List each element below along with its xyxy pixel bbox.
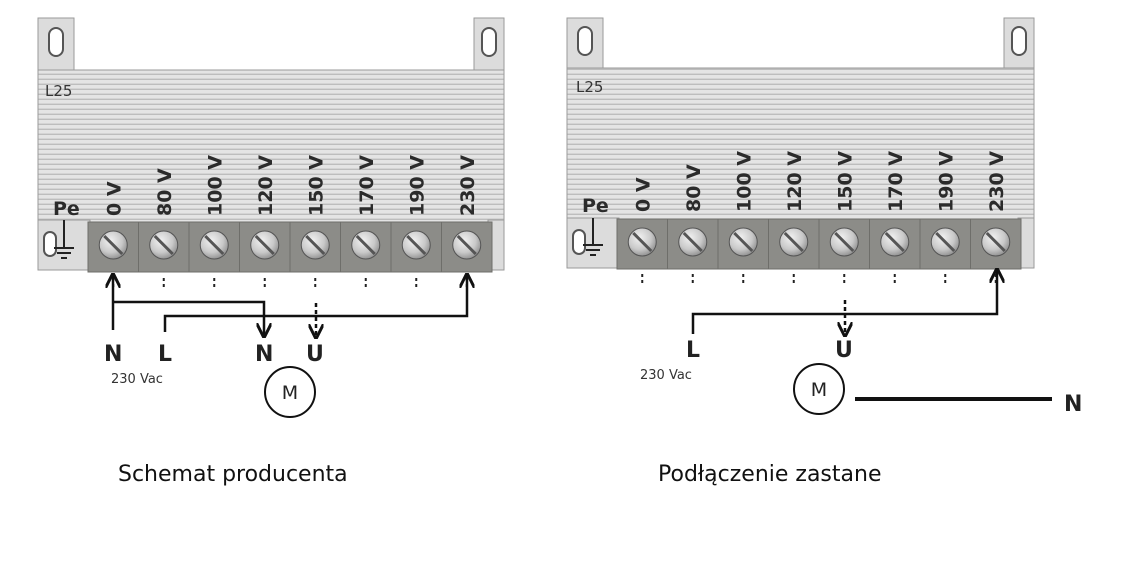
voltage-labels: 0 V 80 V 100 V 120 V 150 V 170 V 190 V 230 V bbox=[103, 155, 479, 216]
voltage-label: 0 V bbox=[103, 181, 125, 216]
neutral-label: N bbox=[1064, 392, 1082, 417]
earth-label: Pe bbox=[582, 195, 609, 217]
model-label: L25 bbox=[576, 78, 603, 96]
caption: Schemat producenta bbox=[118, 462, 348, 487]
voltage-label: 190 V bbox=[406, 155, 428, 216]
neutral-label: N bbox=[104, 342, 122, 367]
voltage-label: 120 V bbox=[784, 151, 806, 212]
supply-note: 230 Vac bbox=[640, 368, 692, 383]
voltage-label: 190 V bbox=[935, 151, 957, 212]
terminal-screw bbox=[441, 221, 493, 273]
wiring bbox=[691, 271, 1052, 401]
terminal-screw bbox=[340, 221, 392, 273]
earth-icon bbox=[583, 218, 603, 256]
voltage-label: 100 V bbox=[733, 151, 755, 212]
terminal-screw bbox=[919, 218, 971, 270]
terminal-screw bbox=[87, 221, 139, 273]
voltage-label: 80 V bbox=[683, 164, 705, 212]
motor-label: M bbox=[811, 379, 827, 401]
voltage-label: 150 V bbox=[305, 155, 327, 216]
motor-symbol: M bbox=[264, 366, 316, 418]
terminal-screw bbox=[717, 218, 769, 270]
voltage-label: 80 V bbox=[154, 168, 176, 216]
terminal-block bbox=[87, 221, 493, 290]
voltage-label: 170 V bbox=[356, 155, 378, 216]
voltage-label: 150 V bbox=[834, 151, 856, 212]
line-label: L bbox=[158, 342, 172, 367]
voltage-label: 230 V bbox=[986, 151, 1008, 212]
voltage-label: 120 V bbox=[255, 155, 277, 216]
earth-icon bbox=[54, 220, 74, 259]
earth-label: Pe bbox=[53, 198, 80, 220]
voltage-labels: 0 V 80 V 100 V 120 V 150 V 170 V 190 V 230 V bbox=[632, 151, 1008, 212]
terminal-screw bbox=[970, 218, 1022, 270]
terminal-screw bbox=[289, 221, 341, 273]
terminal-screw bbox=[188, 221, 240, 273]
terminal-screw bbox=[768, 218, 820, 270]
terminal-screw bbox=[667, 218, 719, 270]
motor-neutral-label: N bbox=[255, 342, 273, 367]
wiring bbox=[113, 276, 467, 336]
left-panel: L25 Pe 0 V 80 V 100 V 120 V 150 V 170 V 190 V 2… bbox=[37, 17, 505, 487]
supply-note: 230 Vac bbox=[111, 372, 163, 387]
right-panel: L25 Pe 0 V 80 V 100 V 120 V 150 V 170 V 190 V 2… bbox=[566, 17, 1082, 487]
motor-phase-label: U bbox=[306, 342, 324, 367]
voltage-label: 170 V bbox=[885, 151, 907, 212]
caption: Podłączenie zastane bbox=[658, 462, 881, 487]
transformer-housing bbox=[566, 17, 1035, 269]
motor-label: M bbox=[282, 382, 298, 404]
motor-phase-label: U bbox=[835, 338, 853, 363]
motor-symbol: M bbox=[793, 363, 845, 415]
terminal-screw bbox=[869, 218, 921, 270]
voltage-label: 100 V bbox=[204, 155, 226, 216]
voltage-label: 230 V bbox=[457, 155, 479, 216]
terminal-screw bbox=[138, 221, 190, 273]
terminal-screw bbox=[616, 218, 668, 270]
voltage-label: 0 V bbox=[632, 177, 654, 212]
line-wire bbox=[163, 276, 467, 332]
terminal-block bbox=[616, 218, 1022, 286]
model-label: L25 bbox=[45, 82, 72, 100]
line-label: L bbox=[686, 338, 700, 363]
motor-neutral-wire bbox=[113, 300, 264, 335]
terminal-screw bbox=[390, 221, 442, 273]
terminal-screw bbox=[239, 221, 291, 273]
terminal-screw bbox=[818, 218, 870, 270]
